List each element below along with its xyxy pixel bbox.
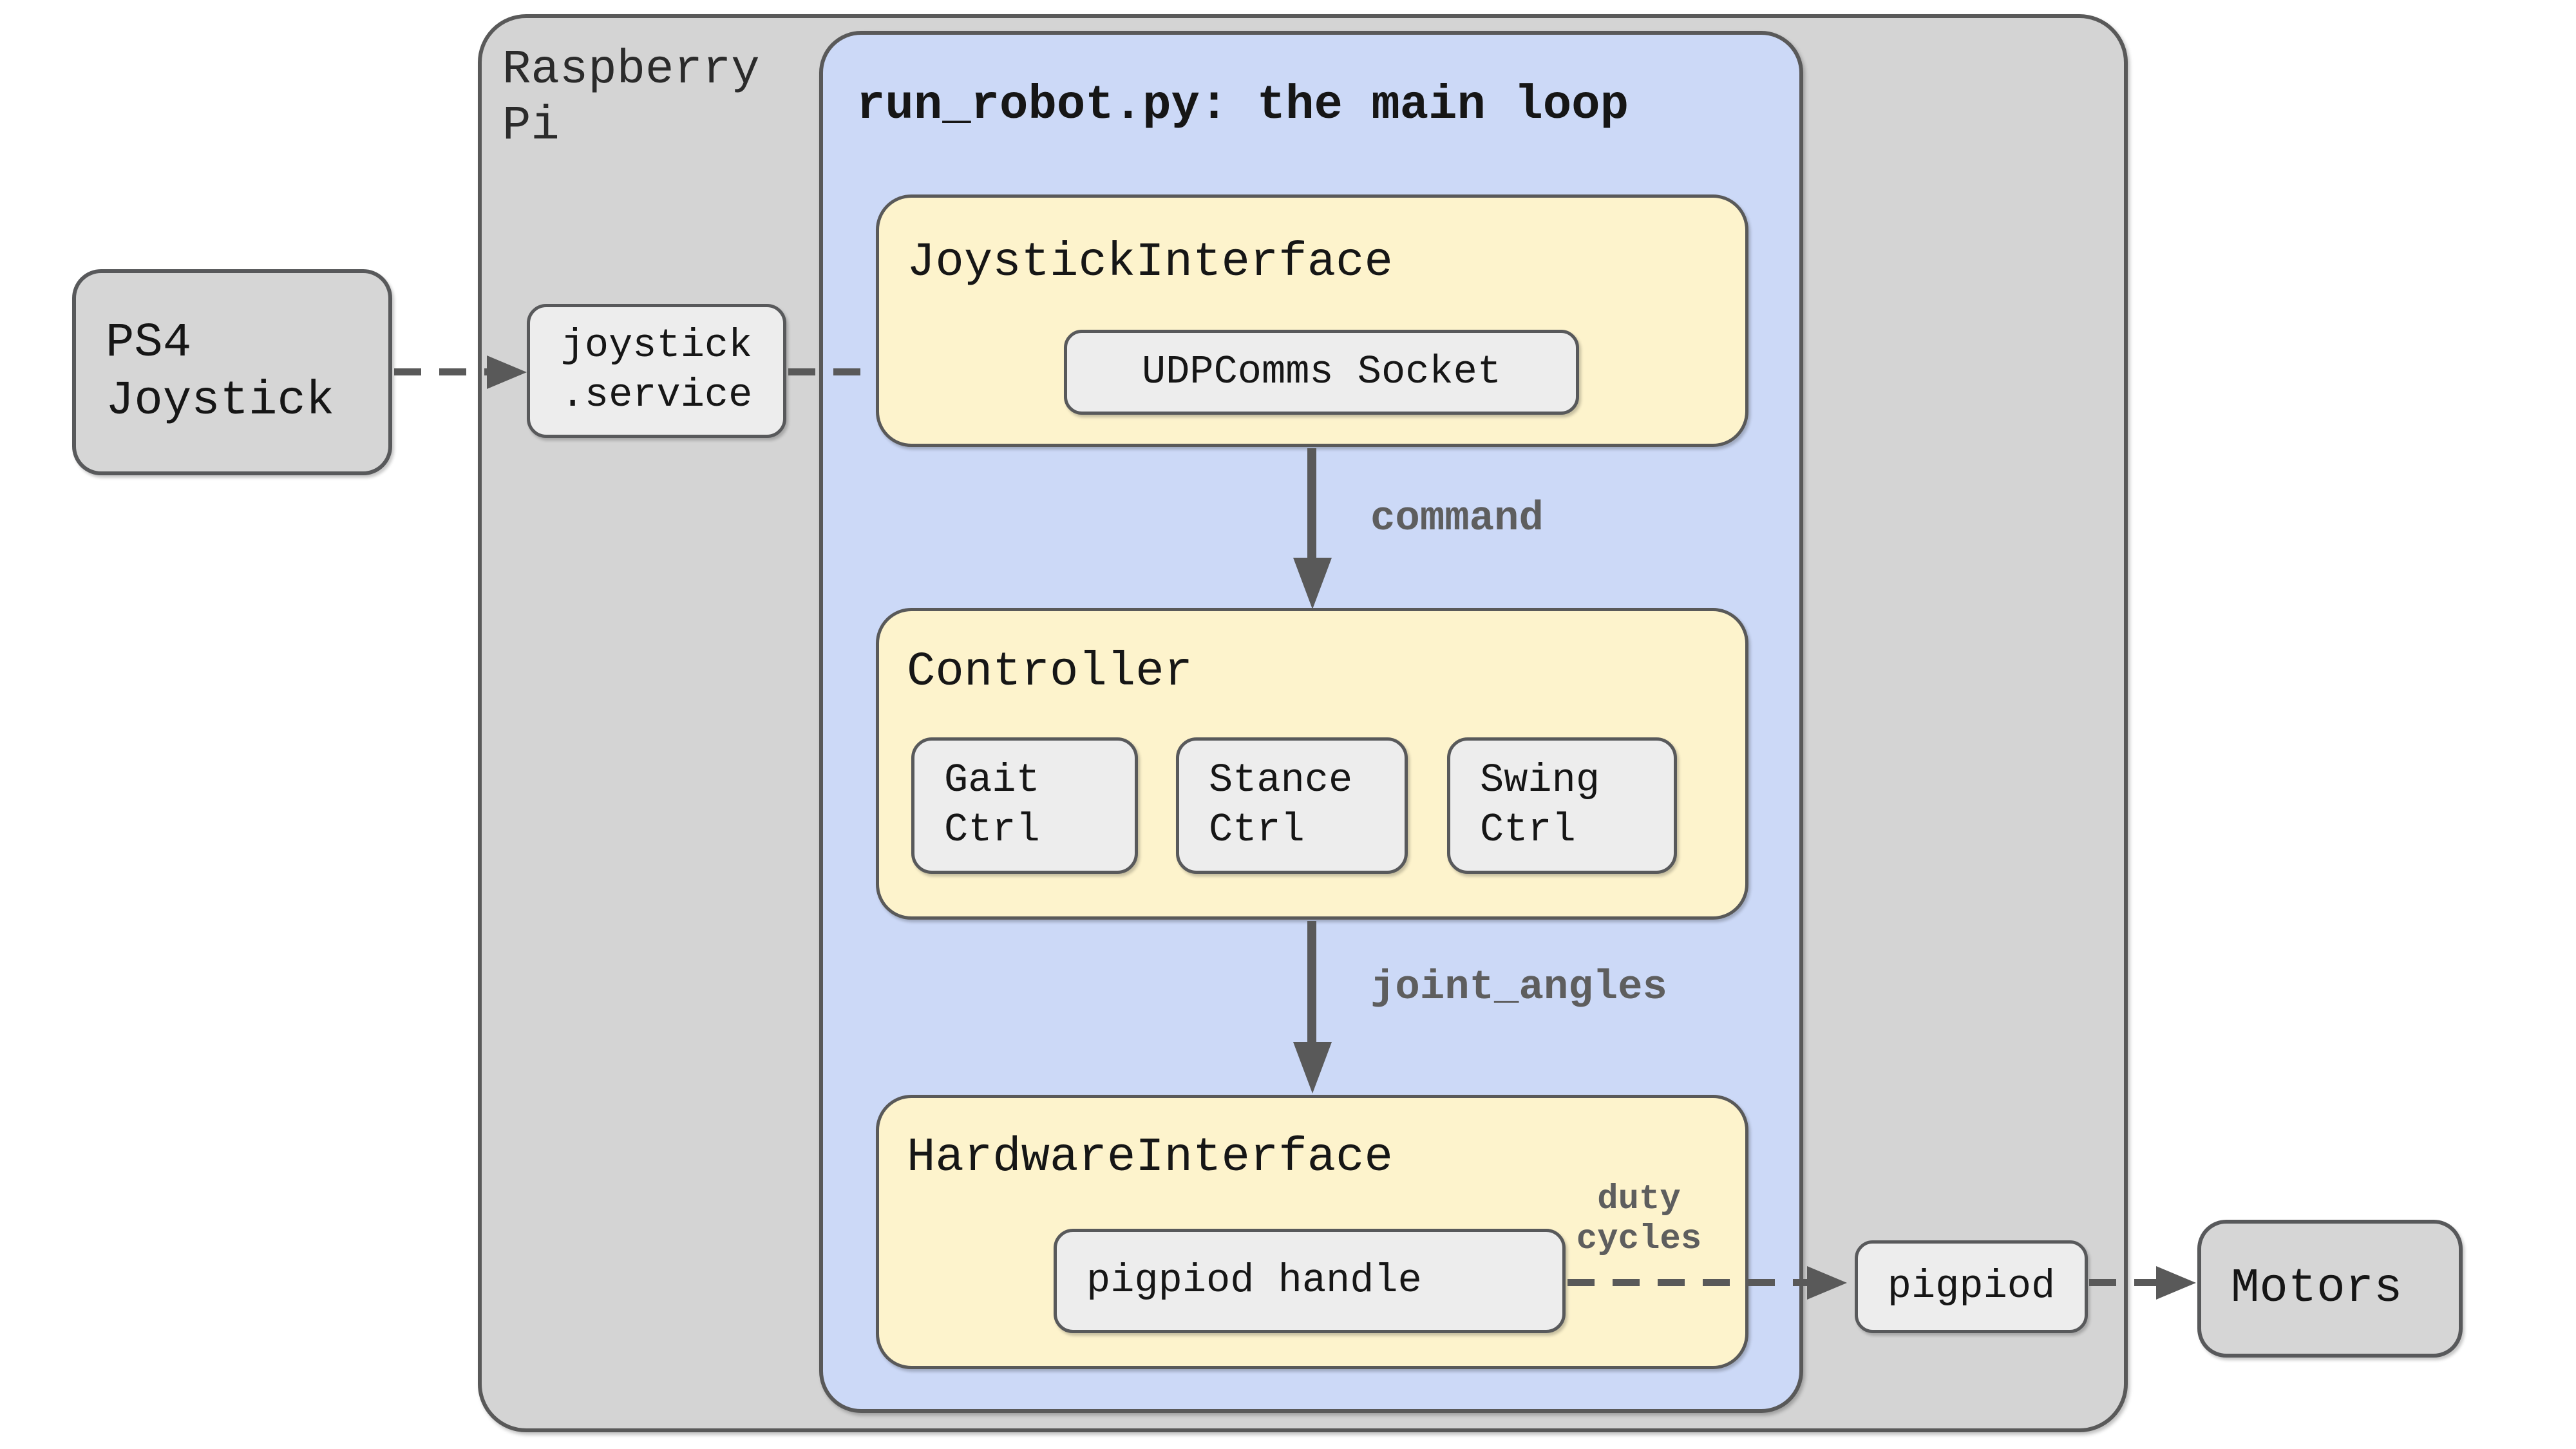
udpcomms-socket-node: UDPComms Socket xyxy=(1064,330,1579,415)
arrow-handle-to-pigpiod-head xyxy=(1807,1266,1847,1300)
motors-node: Motors xyxy=(2197,1220,2463,1358)
controller-title: Controller xyxy=(907,645,1193,699)
duty-cycles-label: duty cycles xyxy=(1576,1180,1702,1260)
joint-angles-label: joint_angles xyxy=(1370,965,1667,1011)
swing-ctrl-node: Swing Ctrl xyxy=(1447,737,1677,874)
arrow-joint-angles-line xyxy=(1307,921,1316,1043)
arrow-command-line xyxy=(1307,448,1316,562)
stance-ctrl-node: Stance Ctrl xyxy=(1176,737,1408,874)
joystick-interface-title: JoystickInterface xyxy=(907,236,1393,290)
arrow-ps4-to-service xyxy=(394,368,489,375)
pigpiod-node: pigpiod xyxy=(1855,1240,2088,1333)
arrow-joint-angles-head xyxy=(1293,1042,1332,1094)
command-label: command xyxy=(1370,496,1544,542)
arrow-pigpiod-to-motors xyxy=(2089,1279,2156,1286)
hardware-interface-title: HardwareInterface xyxy=(907,1131,1393,1185)
arrow-command-head xyxy=(1293,558,1332,609)
gait-ctrl-node: Gait Ctrl xyxy=(911,737,1138,874)
ps4-joystick-node: PS4 Joystick xyxy=(72,269,392,475)
pigpiod-handle-node: pigpiod handle xyxy=(1054,1229,1566,1333)
joystick-service-node: joystick .service xyxy=(527,304,786,438)
arrow-pigpiod-to-motors-head xyxy=(2156,1266,2196,1300)
main-loop-title: run_robot.py: the main loop xyxy=(857,79,1629,133)
arrow-handle-to-pigpiod xyxy=(1567,1279,1807,1286)
raspberry-pi-label: Raspberry Pi xyxy=(502,43,760,154)
arrow-ps4-to-service-head xyxy=(487,355,527,389)
